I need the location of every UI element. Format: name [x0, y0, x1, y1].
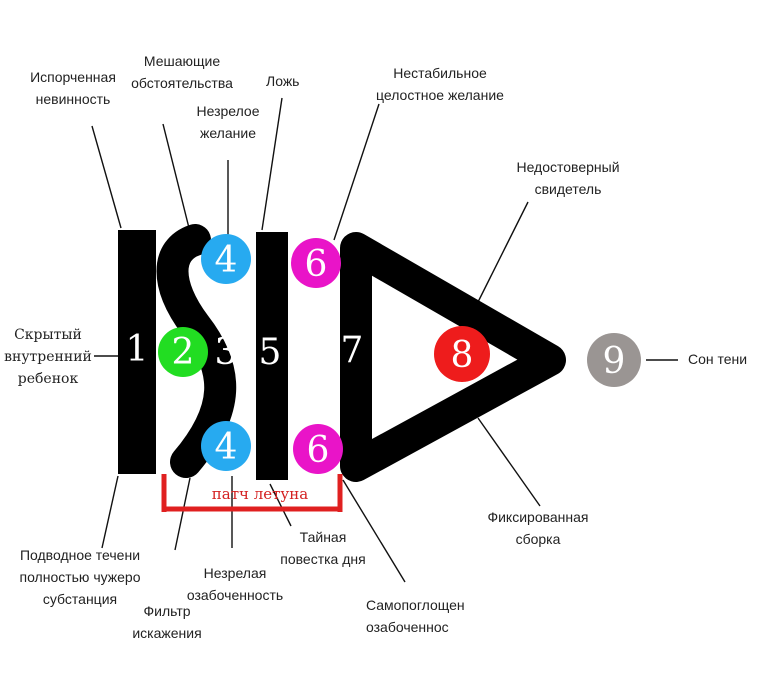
- number-6-top: 6: [305, 244, 328, 285]
- number-5: 5: [259, 332, 282, 373]
- number-2: 2: [172, 332, 195, 373]
- circle-4-bottom: [201, 421, 251, 471]
- number-7: 7: [341, 330, 364, 371]
- number-9: 9: [603, 341, 626, 382]
- triangle-7: [340, 232, 566, 482]
- bar-1: [118, 230, 156, 474]
- patch-bracket: [161, 474, 343, 512]
- label-hidden-child: Скрытый внутренний ребенок: [4, 327, 92, 387]
- bar-5: [256, 232, 288, 480]
- circle-8: [434, 326, 490, 382]
- leader-lines: [91, 97, 678, 583]
- label-lie: Ложь: [266, 73, 300, 89]
- label-shadow-dream: Сон тени: [688, 351, 748, 367]
- label-secret-agenda: Тайная повестка дня: [280, 529, 366, 567]
- label-immature-desire: Незрелое желание: [196, 103, 260, 141]
- number-6-bottom: 6: [307, 430, 330, 471]
- label-distortion-filter: Фильтр искажения: [132, 603, 202, 641]
- label-corrupted-innocence: Испорченная невинность: [30, 69, 116, 107]
- number-3: 3: [215, 332, 238, 373]
- number-4-bottom: 4: [215, 427, 238, 468]
- circle-6-bottom: [293, 424, 343, 474]
- circle-9: [587, 333, 641, 387]
- label-unstable-desire: Нестабильное целостное желание: [376, 65, 504, 103]
- label-unreliable-witness: Недостоверный свидетель: [516, 159, 620, 197]
- number-1: 1: [126, 329, 149, 370]
- wave-3: [156, 224, 237, 478]
- patch-label: патч летуна: [212, 485, 308, 503]
- label-hindering-circumstances: Мешающие обстоятельства: [131, 53, 233, 91]
- circle-4-top: [201, 234, 251, 284]
- circle-6-top: [291, 238, 341, 288]
- label-undercurrent: Подводное течени полностью чужеро субста…: [19, 547, 141, 607]
- label-fixed-assembly: Фиксированная сборка: [487, 509, 589, 547]
- circle-2: [158, 327, 208, 377]
- label-immature-concern: Незрелая озабоченность: [186, 565, 284, 603]
- number-4-top: 4: [215, 240, 238, 281]
- label-self-absorbed-concern: Самопоглощен озабоченнос: [366, 597, 465, 635]
- number-8: 8: [451, 335, 474, 376]
